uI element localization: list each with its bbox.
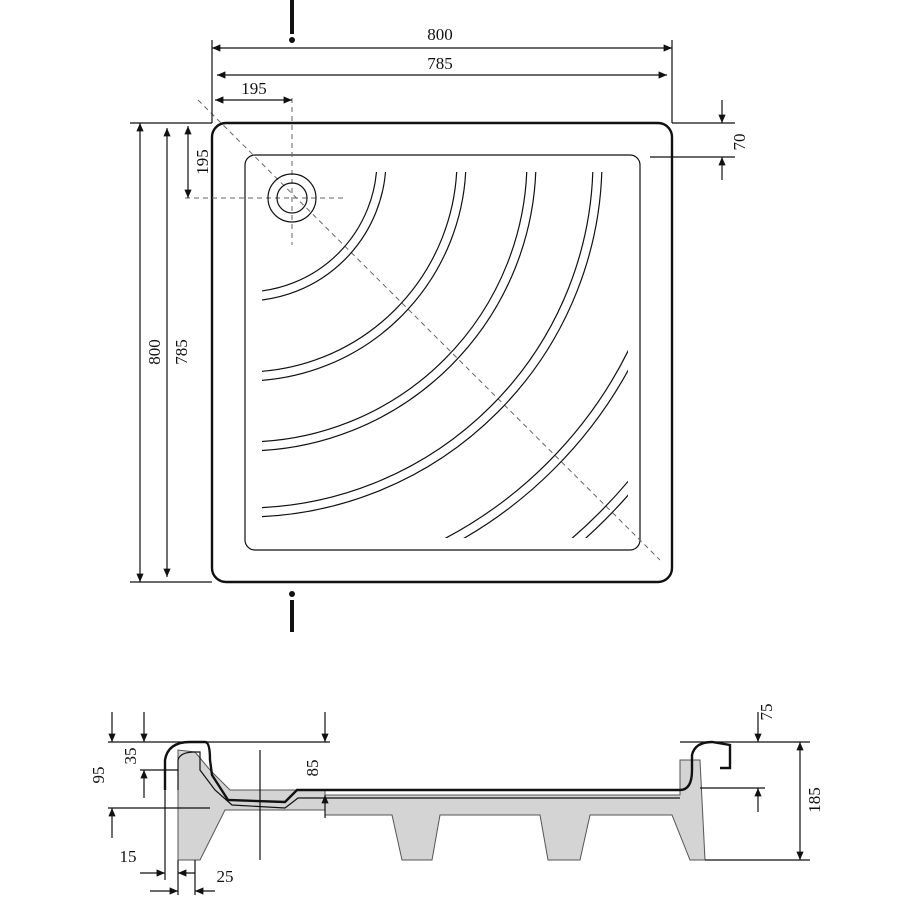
dim-drain-x: 195 — [241, 79, 267, 98]
dim-wall-offset: 15 — [120, 847, 137, 866]
tray-shell-profile — [163, 740, 732, 804]
floor-ribs — [262, 172, 628, 538]
dim-total-height: 185 — [805, 787, 824, 813]
section-view: 95 35 85 15 25 75 185 — [89, 704, 824, 895]
dim-rim-height: 35 — [121, 748, 140, 765]
dim-inner-depth: 785 — [172, 339, 191, 365]
tray-outline — [210, 121, 674, 584]
dim-overall-depth: 800 — [145, 339, 164, 365]
tray-basin — [244, 154, 641, 551]
dim-wall-thickness: 25 — [217, 867, 234, 886]
dim-rim: 70 — [730, 134, 749, 151]
dim-overall-width: 800 — [427, 25, 453, 44]
dim-floor-depth: 85 — [303, 760, 322, 777]
dim-right-rim: 75 — [757, 704, 776, 721]
section-marker-bottom — [290, 600, 294, 632]
dim-inner-width: 785 — [427, 54, 453, 73]
dim-drain-y: 195 — [193, 149, 212, 175]
dim-total-left: 95 — [89, 767, 108, 784]
plan-view: 800 785 195 800 785 195 70 — [130, 0, 749, 632]
base-supports — [324, 759, 706, 861]
section-marker-top — [290, 0, 294, 34]
drain-icon — [267, 173, 317, 223]
diagonal-centerline — [197, 99, 661, 561]
